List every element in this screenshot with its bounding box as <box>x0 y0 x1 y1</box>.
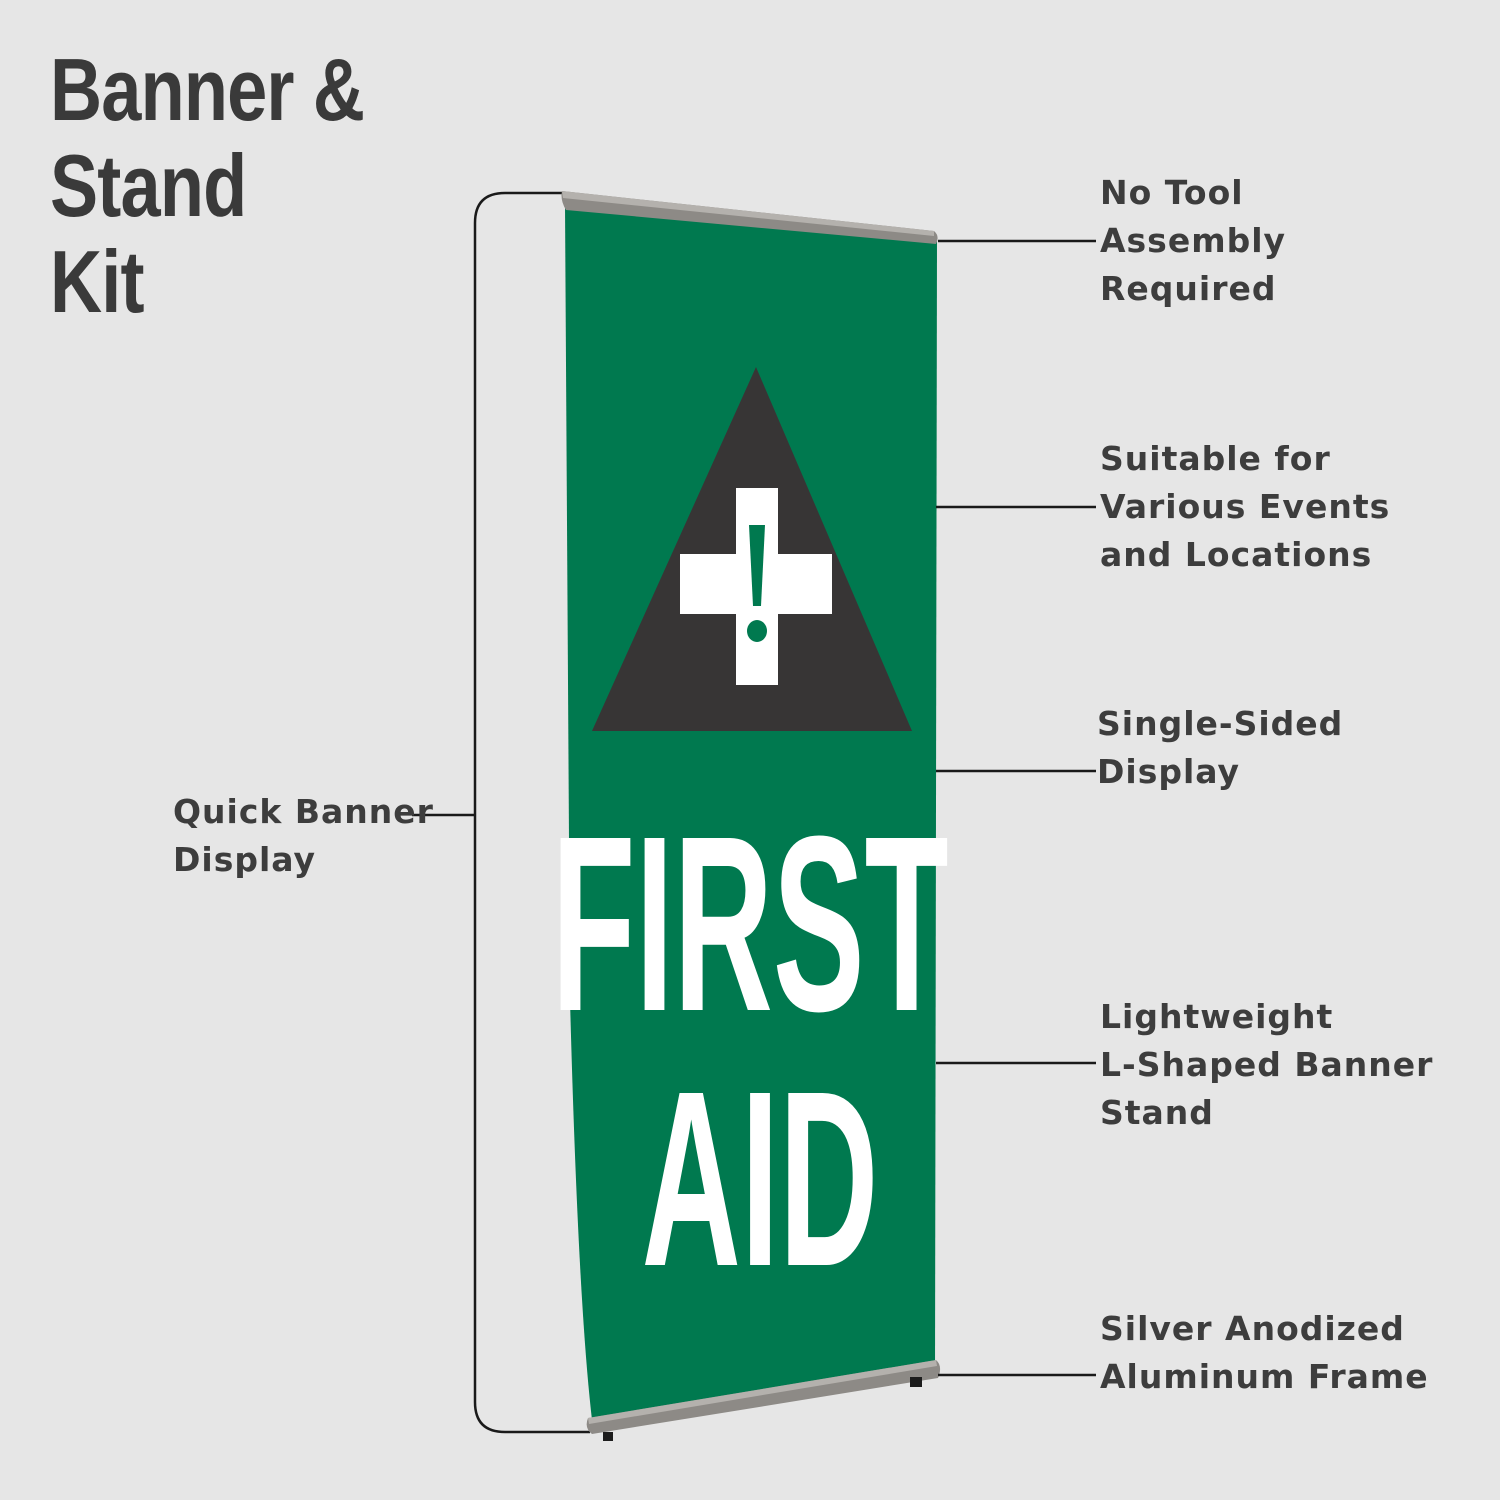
title-line: Kit <box>50 232 145 331</box>
callout-line: Lightweight <box>1100 997 1334 1036</box>
callout-single-sided: Single-Sided Display <box>1097 700 1343 796</box>
callout-silver: Silver Anodized Aluminum Frame <box>1100 1305 1429 1401</box>
callout-line: Various Events <box>1100 487 1391 526</box>
callout-line: Aluminum Frame <box>1100 1357 1429 1396</box>
callout-line: Single-Sided <box>1097 704 1344 743</box>
banner-title-line-2: AID <box>642 1038 879 1318</box>
callout-suitable: Suitable for Various Events and Location… <box>1100 435 1390 579</box>
stand-foot <box>910 1377 922 1387</box>
callout-line: Quick Banner <box>173 792 434 831</box>
callout-line: No Tool <box>1100 173 1244 212</box>
callout-no-tool: No Tool Assembly Required <box>1100 169 1286 313</box>
height-bracket <box>473 191 590 1434</box>
callout-line: Stand <box>1100 1093 1214 1132</box>
callout-line: and Locations <box>1100 535 1373 574</box>
banner-title-line-1: FIRST <box>551 783 948 1063</box>
title-line: Stand <box>50 136 247 235</box>
callout-line: L-Shaped Banner <box>1100 1045 1434 1084</box>
callout-line: Display <box>173 840 317 879</box>
title-line: Banner & <box>50 40 365 139</box>
exclamation-icon <box>749 525 765 606</box>
callout-line: Silver Anodized <box>1100 1309 1405 1348</box>
cross-icon <box>680 488 832 685</box>
stand-foot <box>603 1432 613 1441</box>
callout-line: Assembly <box>1100 221 1287 260</box>
callout-quick: Quick Banner Display <box>173 788 434 884</box>
callout-line: Required <box>1100 269 1277 308</box>
page-title: Banner & Stand Kit <box>50 42 394 330</box>
top-rail-highlight <box>562 191 934 236</box>
bottom-rail-highlight <box>588 1360 937 1424</box>
callout-lightweight: Lightweight L-Shaped Banner Stand <box>1100 993 1433 1137</box>
callout-line: Display <box>1097 752 1241 791</box>
exclamation-dot <box>747 620 767 642</box>
banner-graphic <box>565 205 937 1420</box>
callout-line: Suitable for <box>1100 439 1331 478</box>
